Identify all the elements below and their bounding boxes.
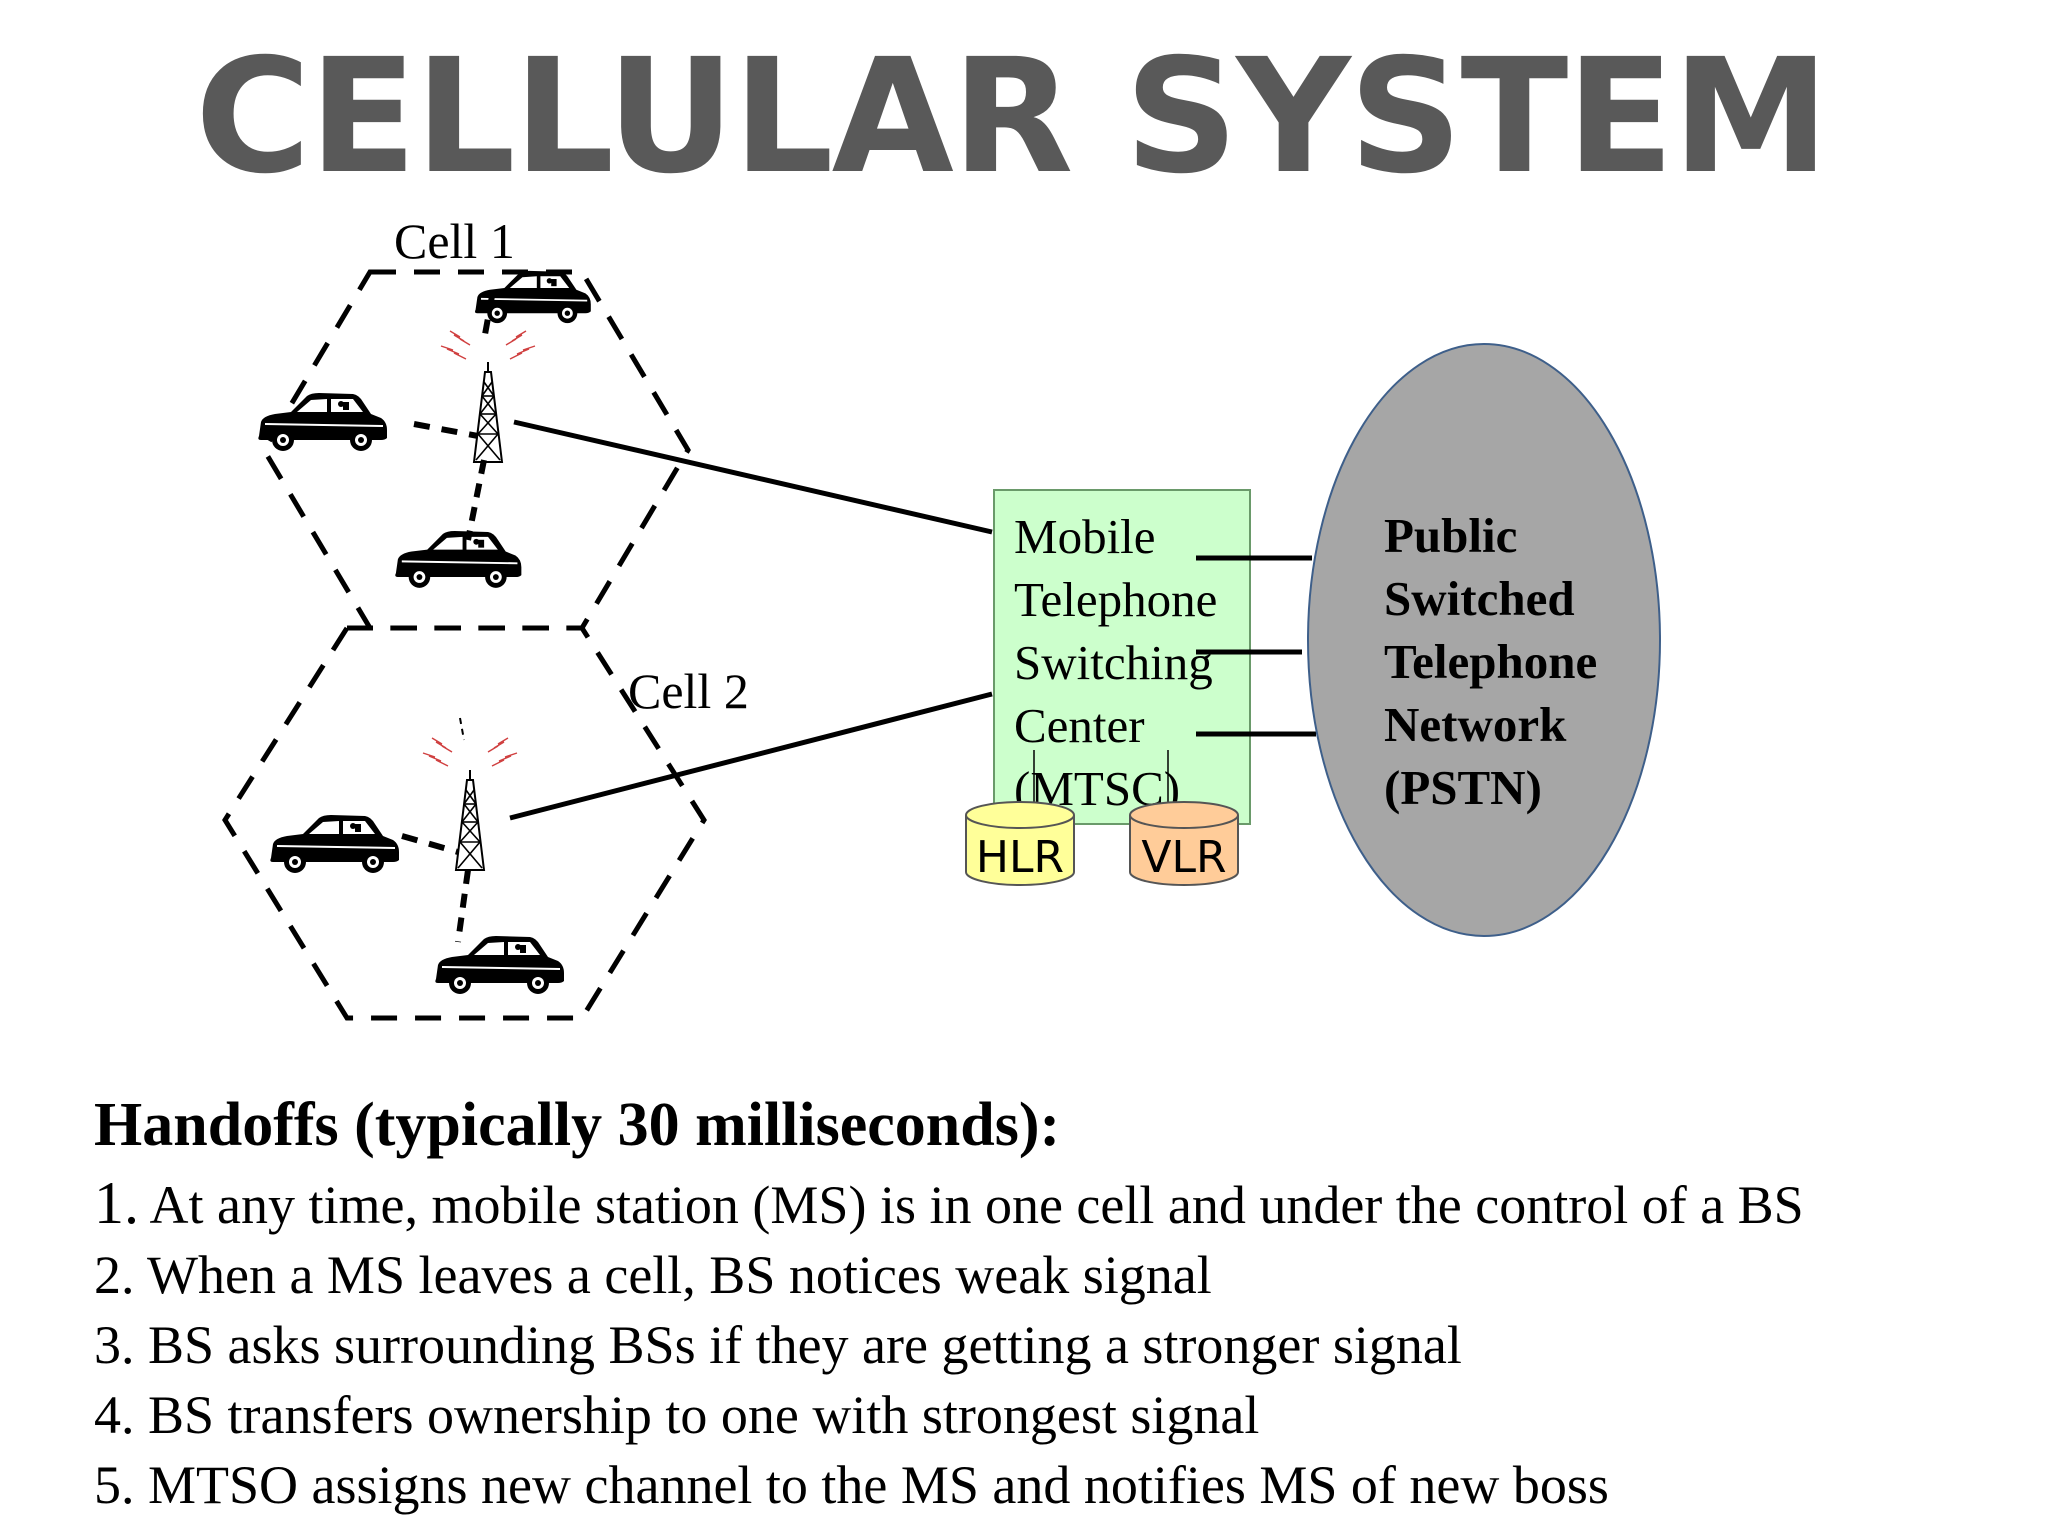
car-icon: [257, 392, 388, 452]
list-item: 3. BS asks surrounding BSs if they are g…: [94, 1310, 2034, 1380]
cell-1-label: Cell 1: [394, 213, 515, 269]
item-text: When a MS leaves a cell, BS notices weak…: [134, 1245, 1212, 1306]
hlr-database: HLR: [965, 801, 1075, 886]
car-icon: [269, 814, 400, 874]
radio-link: [481, 295, 495, 341]
list-item: 2. When a MS leaves a cell, BS notices w…: [94, 1240, 2034, 1310]
car-icon: [434, 935, 565, 995]
handoffs-section: Handoffs (typically 30 milliseconds): 1.…: [94, 1088, 2034, 1520]
mtsc-line: Switching: [1014, 635, 1213, 690]
vlr-label: VLR: [1141, 832, 1226, 883]
cell-2-label: Cell 2: [628, 663, 749, 719]
mtsc-box: [993, 489, 1251, 825]
pstn-line: (PSTN): [1384, 760, 1542, 815]
item-text: MTSO assigns new channel to the MS and n…: [134, 1455, 1609, 1516]
handoffs-list: 1. At any time, mobile station (MS) is i…: [94, 1168, 2034, 1520]
cell-2-hexagon: [222, 625, 707, 1021]
mtsc-line: Center: [1014, 698, 1145, 753]
page-title: CELLULAR SYSTEM: [195, 25, 1829, 209]
pstn-line: Switched: [1384, 571, 1575, 626]
item-text: BS transfers ownership to one with stron…: [134, 1385, 1260, 1446]
base-station-1: [440, 330, 536, 463]
hlr-label: HLR: [976, 832, 1064, 883]
radio-link: [401, 833, 459, 855]
car-icon: [394, 529, 523, 589]
pstn-line: Telephone: [1384, 634, 1597, 689]
item-number: 2.: [94, 1245, 135, 1306]
item-number: 3.: [94, 1315, 135, 1376]
item-number: 1.: [94, 1170, 139, 1237]
mtsc-line: Mobile: [1014, 509, 1156, 564]
radio-link: [465, 459, 487, 541]
list-item: 4. BS transfers ownership to one with st…: [94, 1380, 2034, 1450]
backhaul-line: [513, 419, 993, 535]
item-text: BS asks surrounding BSs if they are gett…: [134, 1315, 1462, 1376]
handoffs-heading: Handoffs (typically 30 milliseconds):: [94, 1091, 1061, 1159]
radio-link: [413, 421, 479, 439]
mtsc-line: Telephone: [1014, 572, 1217, 627]
radio-link: [455, 869, 471, 943]
list-item: 1. At any time, mobile station (MS) is i…: [94, 1168, 2034, 1240]
item-number: 5.: [94, 1455, 135, 1516]
vlr-database: VLR: [1129, 801, 1239, 886]
pstn-ellipse: [1307, 343, 1661, 937]
pstn-line: Public: [1384, 508, 1517, 563]
pstn-line: Network: [1384, 697, 1567, 752]
base-station-2: [422, 717, 518, 871]
list-item: 5. MTSO assigns new channel to the MS an…: [94, 1450, 2034, 1520]
item-number: 4.: [94, 1385, 135, 1446]
backhaul-line: [509, 691, 993, 821]
item-text: At any time, mobile station (MS) is in o…: [139, 1175, 1804, 1236]
